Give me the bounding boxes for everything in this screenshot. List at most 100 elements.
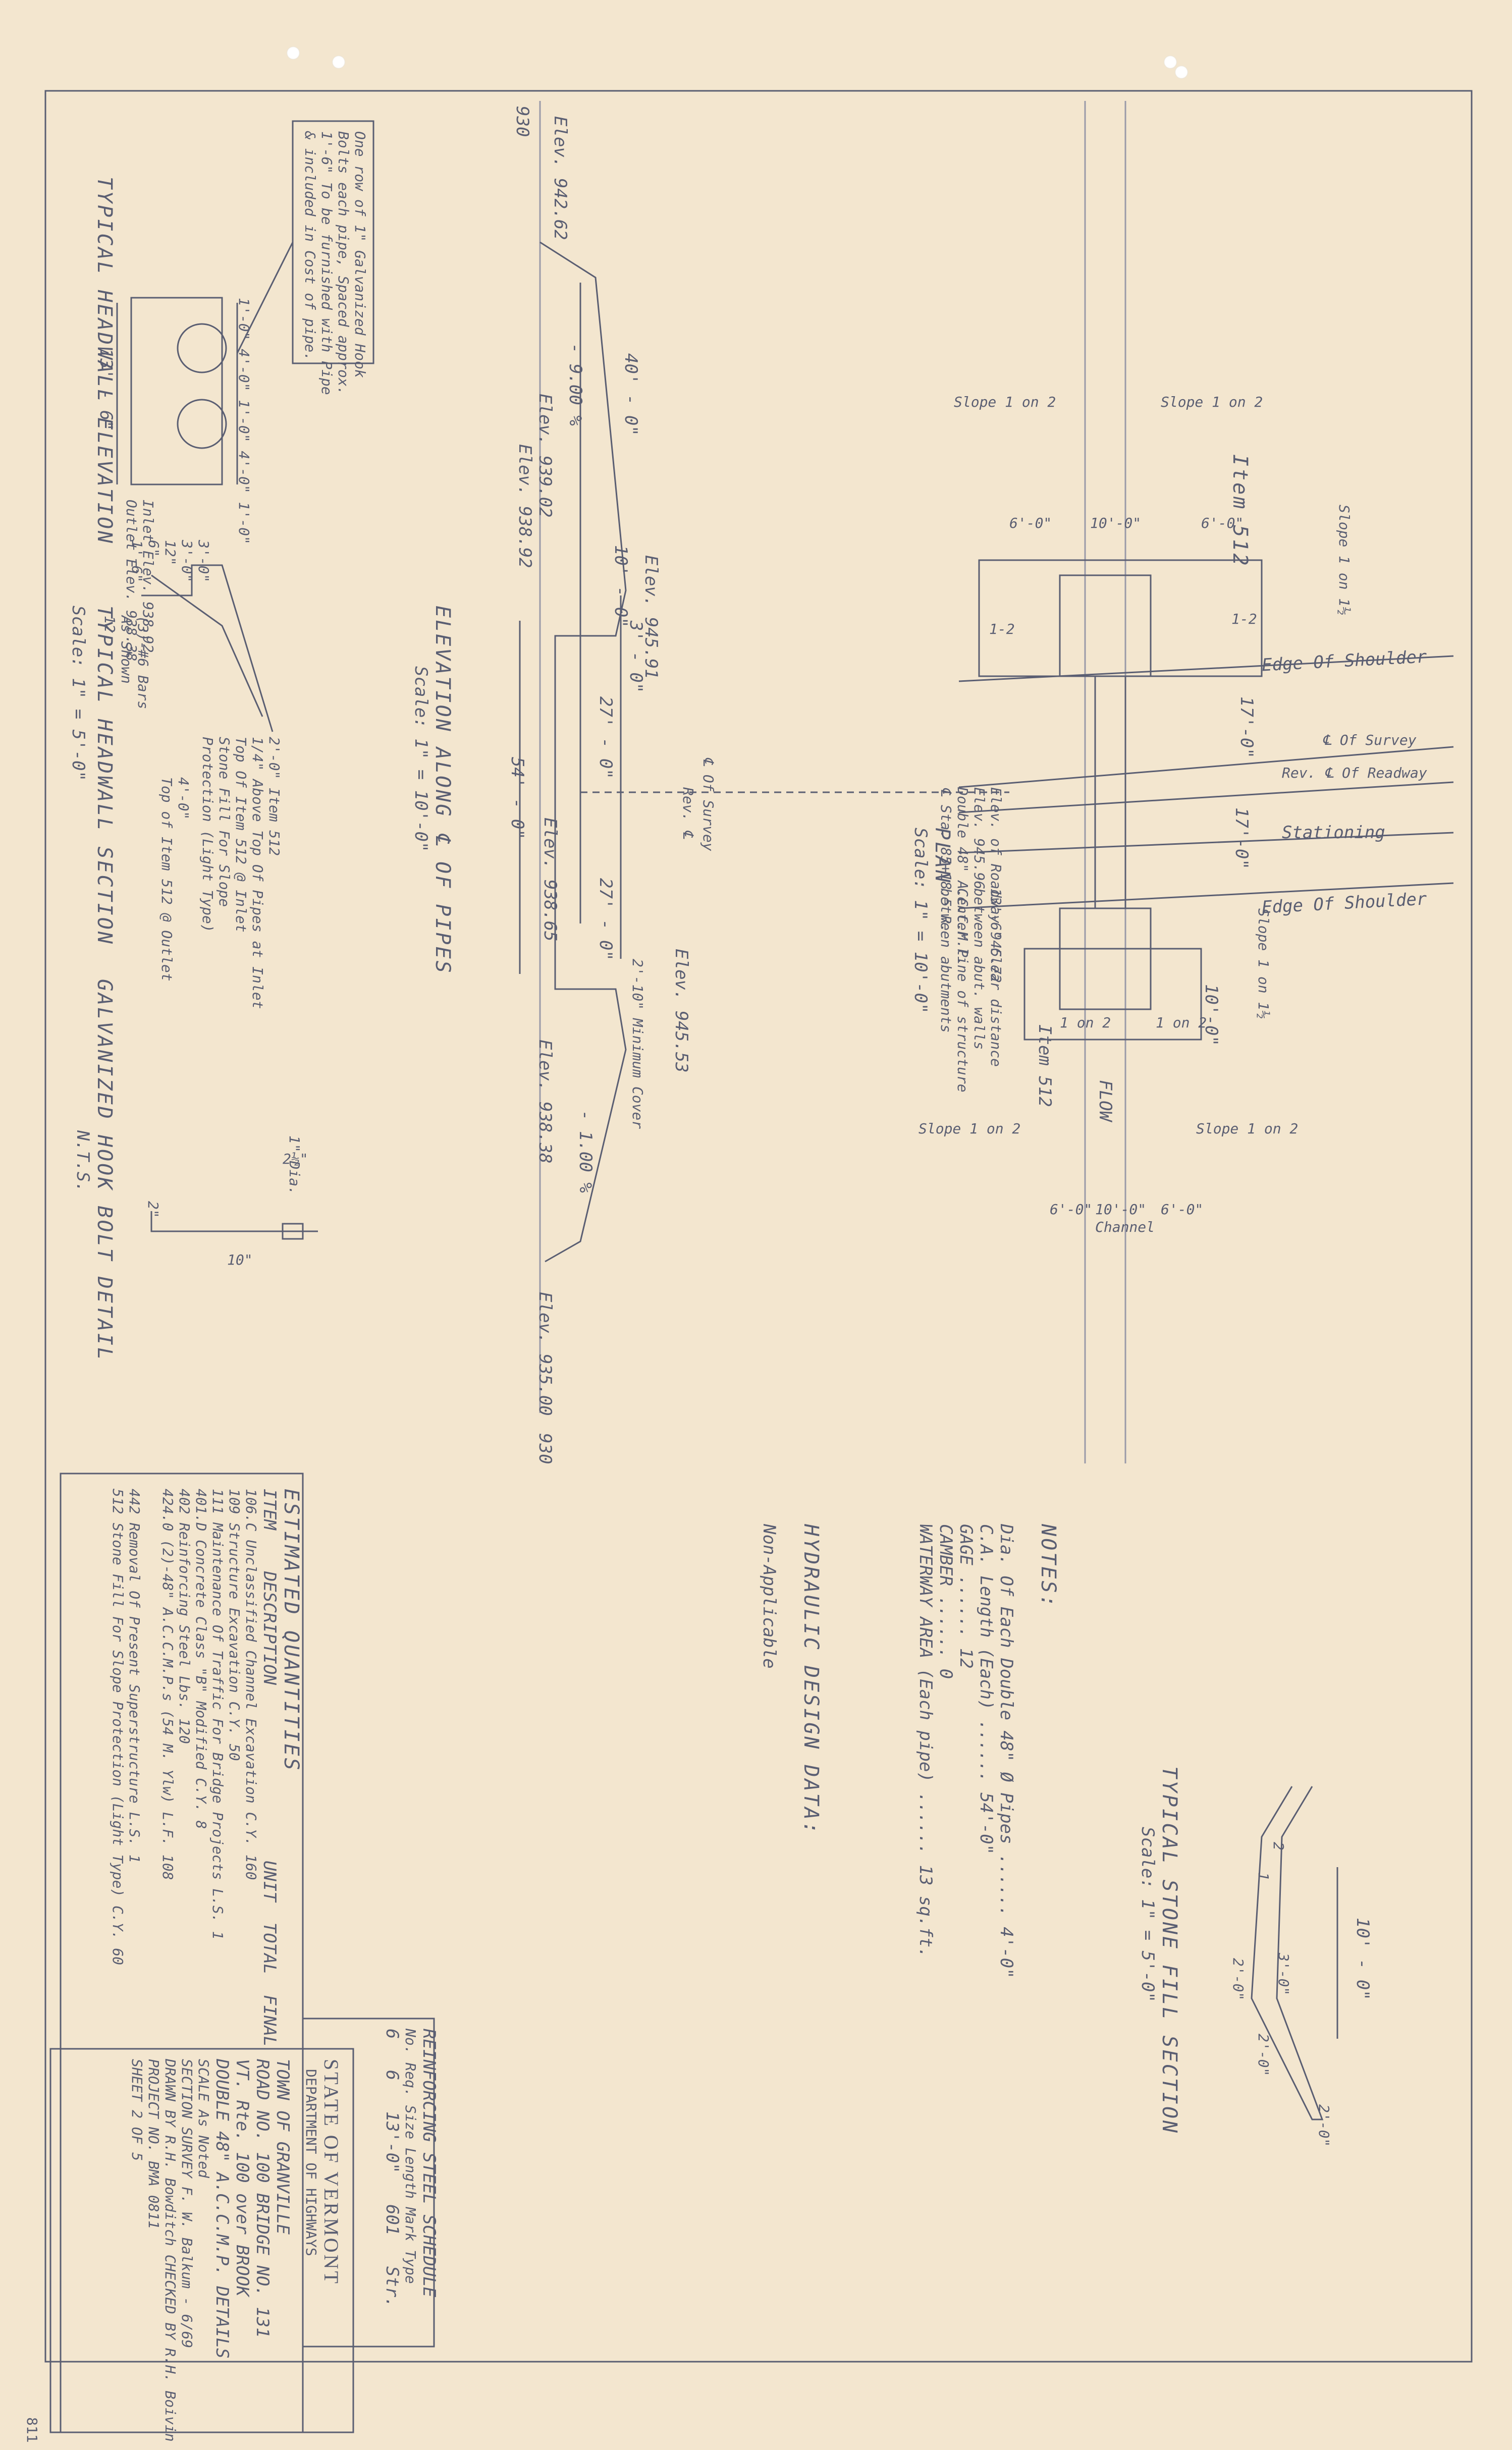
header-cell: TOTAL: [259, 1922, 280, 1975]
section-label: 6": [145, 540, 162, 557]
punch-hole: [332, 56, 345, 69]
tb-survey: SECTION SURVEY F. W. Balkum - 6/69: [179, 2059, 195, 2349]
stone-fill-dim: 10' - 0": [1353, 1918, 1373, 2000]
cell: 402: [176, 1489, 193, 1514]
cell: Lbs.: [176, 1675, 193, 1710]
note-value: 54'-0": [976, 1792, 996, 1855]
header-cell: ITEM: [259, 1489, 280, 1530]
table-row: 424.0 (2)-48" A.C.C.M.P.s (54 M. Ylw) L.…: [159, 1489, 176, 2046]
plan-label: 10'-0": [1090, 515, 1142, 531]
note-row: Dia. Of Each Double 48" Ø Pipes ...... 4…: [996, 1524, 1016, 1979]
table-row: 109 Structure Excavation C.Y. 50: [226, 1489, 243, 2046]
header-cell: No. Req.: [402, 2029, 419, 2097]
headwall-plan-inlet: [978, 559, 1263, 677]
shoulder-line: [958, 655, 1454, 682]
elevation-title: ELEVATION ALONG ℄ OF PIPES: [431, 606, 454, 975]
tb-desc1: VT. Rte. 100 over BROOK: [232, 2059, 252, 2297]
headwall-dim: 13' - 6": [96, 348, 116, 431]
table-row: 512 Stone Fill For Slope Protection (Lig…: [110, 1489, 126, 2046]
note-value: 12: [956, 1648, 976, 1669]
survey-line: [958, 746, 1454, 788]
cell: Reinforcing Steel: [176, 1522, 193, 1668]
section-label: 3'-0": [179, 540, 195, 583]
hook-note-line: One row of 1" Galvanized Hook: [352, 131, 368, 378]
pipe-plan: [1059, 574, 1152, 677]
cell: Removal Of Present Superstructure: [126, 1522, 143, 1804]
elev-label: ℄ Of Survey: [700, 757, 717, 851]
plan-label: Slope 1 on 1½: [1336, 505, 1353, 616]
hook-bolt-dim: 1" Dia.: [286, 1135, 303, 1195]
quantities-header: ITEM DESCRIPTION UNIT TOTAL FINAL: [259, 1489, 280, 2046]
cell: 401.D: [193, 1489, 209, 1532]
section-label: 1'-6": [129, 540, 145, 583]
plan-label: Rev. ℄ Of Readway: [1282, 765, 1427, 781]
plan-note: between abut. walls: [971, 888, 988, 1050]
cell: 160: [243, 1854, 259, 1880]
elev-label: Elev. 945.53: [671, 949, 691, 1073]
tb-code: 811: [24, 2417, 40, 2443]
stone-fill-outline: [1251, 1786, 1324, 2120]
plan-note: Center line of structure: [954, 888, 971, 1093]
cell: 1: [209, 1931, 226, 1940]
rebar-title: REINFORCING STEEL SCHEDULE: [419, 2029, 439, 2298]
hook-bolt-dim: 10": [227, 1251, 253, 1268]
cell: Unclassified Channel Excavation: [243, 1540, 259, 1804]
table-row: 442 Removal Of Present Superstructure L.…: [126, 1489, 143, 2046]
stone-fill-dim: 3'-0": [1275, 1953, 1292, 1996]
plan-label: 6'-0": [1050, 1201, 1093, 1218]
cell: 50: [226, 1744, 243, 1761]
plan-label: 10'-0": [1095, 1201, 1147, 1218]
cell: 512: [110, 1489, 126, 1514]
plan-label: 17'-0": [1236, 696, 1257, 758]
cell: Stone Fill For Slope Protection (Light T…: [110, 1522, 126, 1897]
stone-fill-dim: 2'-0": [1255, 2034, 1272, 2077]
tb-town: TOWN OF GRANVILLE: [273, 2059, 293, 2235]
cell: 13'-0": [382, 2111, 402, 2173]
elev-label: 10' - 0": [611, 545, 631, 628]
plan-label: 1 on 2: [1060, 1014, 1111, 1031]
elev-label: 930: [535, 1433, 555, 1464]
elev-label: - 1.00 %: [575, 1110, 596, 1193]
note-row: GAGE ...... 12: [956, 1524, 976, 1669]
roadway-line: [958, 781, 1454, 813]
plan-label: Slope 1 on 2: [919, 1120, 1021, 1137]
hydraulic-value: Non-Applicable: [759, 1524, 779, 1669]
hook-bolt-dim: 2½": [283, 1151, 308, 1167]
cell: Structure Excavation: [226, 1522, 243, 1693]
rebar-row: 6 6 13'-0" 601 Str.: [382, 2029, 402, 2308]
cell: 442: [126, 1489, 143, 1514]
plan-label: 6'-0": [1161, 1201, 1204, 1218]
header-cell: FINAL: [259, 1995, 280, 2047]
header-cell: Length: [402, 2148, 419, 2199]
section-label: 1/4" Above Top Of Pipes at Inlet: [249, 737, 266, 1009]
note-label: C.A. Length (Each): [976, 1524, 996, 1710]
elev-label: 930: [512, 106, 532, 137]
title-block-border: [49, 2048, 354, 2433]
elev-label: Elev. 938.38: [535, 1040, 555, 1164]
hook-bolt-dim: 2": [145, 1201, 161, 1218]
shoulder-line: [958, 882, 1454, 909]
elev-label: 2'-10" Minimum Cover: [629, 959, 646, 1129]
plan-label: Slope 1 on 2: [1196, 1120, 1299, 1137]
stone-fill-dim: 2: [1270, 1842, 1287, 1850]
header-cell: Size: [402, 2105, 419, 2140]
header-cell: DESCRIPTION: [259, 1571, 280, 1685]
cell: L.F.: [159, 1812, 176, 1846]
tb-dept: DEPARTMENT OF HIGHWAYS: [303, 2069, 319, 2256]
note-label: WATERWAY AREA (Each pipe): [915, 1524, 936, 1782]
cell: L.S.: [126, 1812, 143, 1846]
cell: 8: [193, 1820, 209, 1829]
cell: Maintenance Of Traffic For Bridge Projec…: [209, 1522, 226, 1880]
tb-scale: SCALE As Noted: [195, 2059, 212, 2179]
header-cell: Mark: [402, 2207, 419, 2242]
slope-line: [151, 574, 263, 717]
plan-label: ℄ Of Survey: [1322, 732, 1417, 748]
plan-label: Slope 1 on 2: [954, 394, 1056, 410]
section-label: Top Of Item 512 @ Inlet: [233, 737, 249, 933]
table-row: 111 Maintenance Of Traffic For Bridge Pr…: [209, 1489, 226, 2046]
elev-label: Elev. 938.92: [515, 444, 535, 568]
cell: L.S.: [209, 1888, 226, 1923]
elev-label: - 9.00 %: [565, 343, 585, 426]
note-label: Dia. Of Each Double 48" Ø Pipes: [996, 1524, 1016, 1844]
